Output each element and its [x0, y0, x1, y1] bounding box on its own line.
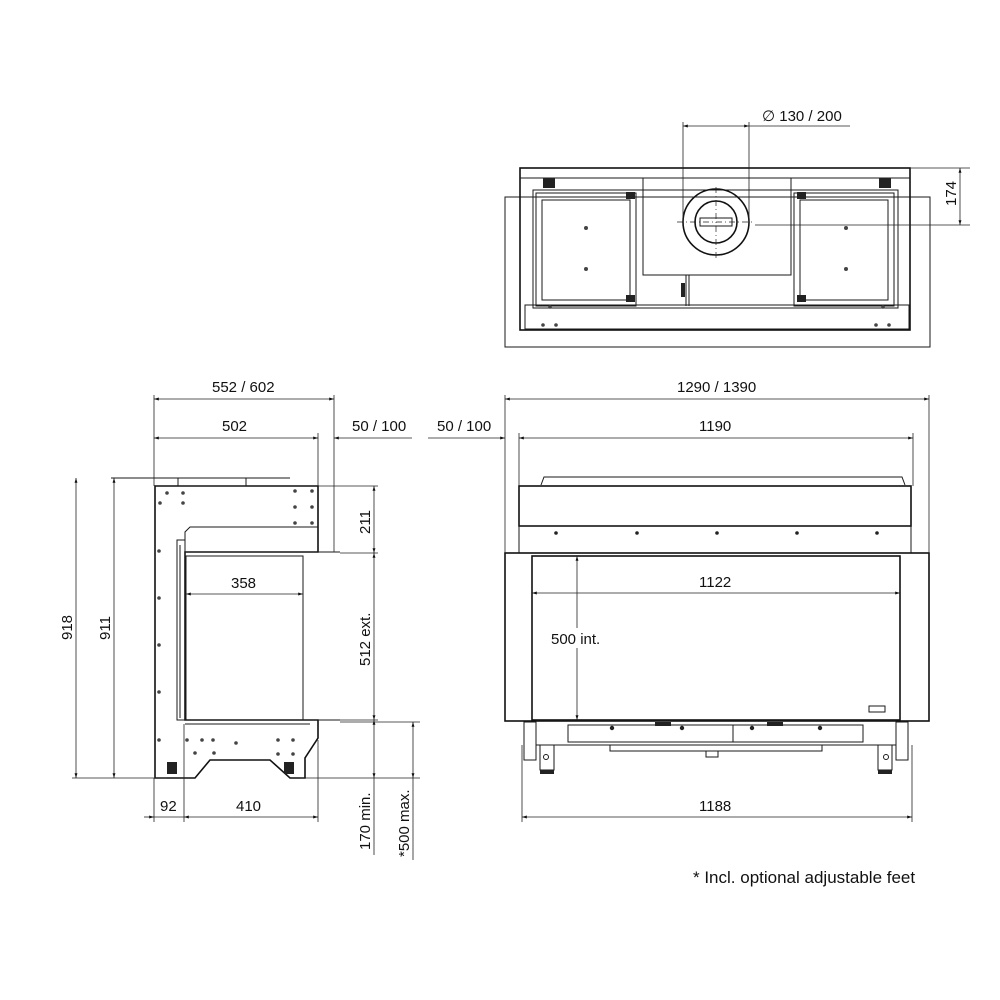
side-view: 552 / 602 502 50 / 100 211 358 512 ext. … [59, 379, 420, 860]
top-view-right-panel [799, 199, 889, 301]
side-frame-offset-label: 50 / 100 [352, 418, 406, 435]
top-view: ∅ 130 / 200 174 [504, 108, 970, 348]
front-view-top-hood [518, 485, 912, 527]
top-view-center-block [642, 177, 792, 276]
rear-offset-label: 92 [160, 798, 177, 815]
glass-height-ext-label: 512 ext. [357, 613, 374, 666]
front-frame-offset-label: 50 / 100 [437, 418, 491, 435]
base-depth-label: 410 [236, 798, 261, 815]
top-section-height-label: 211 [357, 510, 374, 534]
flue-offset-label: 174 [943, 181, 960, 206]
firebox-depth-label: 358 [231, 575, 256, 592]
overall-width-label: 1290 / 1390 [677, 379, 756, 396]
overall-height-label: 918 [59, 615, 76, 640]
glass-height-int-label: 500 int. [551, 631, 600, 648]
top-view-left-panel [541, 199, 631, 301]
overall-depth-label: 552 / 602 [212, 379, 275, 396]
glass-width-label: 1122 [699, 574, 731, 591]
feet-min-label: 170 min. [357, 792, 374, 850]
top-view-recess-outline [504, 196, 931, 348]
base-width-label: 1188 [699, 798, 731, 815]
flue-diameter-label: ∅ 130 / 200 [762, 108, 842, 125]
top-view-body [519, 167, 911, 331]
feet-max-label: *500 max. [396, 789, 413, 857]
front-view: 1290 / 1390 1190 50 / 100 1122 500 int. … [428, 379, 930, 822]
front-view-glass [531, 555, 901, 721]
body-width-label: 1190 [699, 418, 731, 435]
footnote: * Incl. optional adjustable feet [693, 868, 915, 887]
body-depth-label: 502 [222, 418, 247, 435]
side-view-body [154, 485, 319, 779]
body-height-label: 911 [97, 616, 114, 640]
